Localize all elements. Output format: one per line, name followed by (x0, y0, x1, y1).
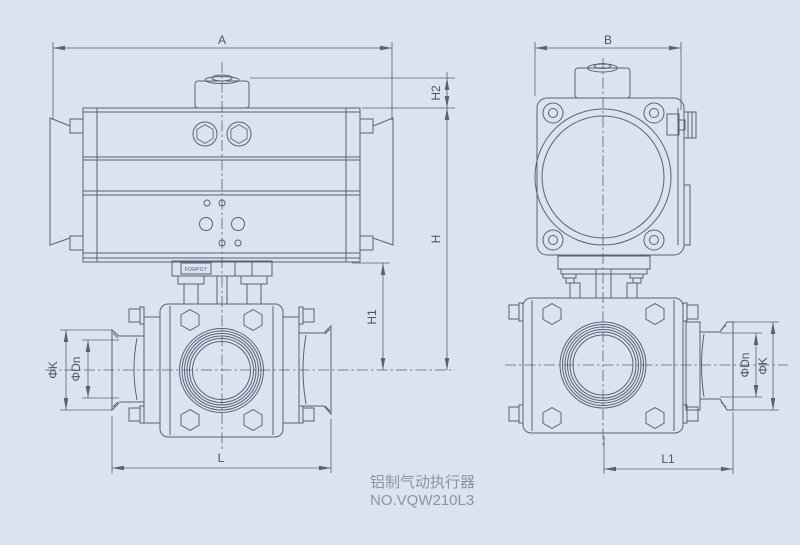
dim-A (52, 42, 393, 120)
side-valve-port (559, 321, 647, 409)
dim-label-B: B (604, 33, 612, 47)
dim-phiDn-side (720, 332, 762, 398)
front-shaft-boss (194, 74, 250, 109)
side-view: B ΦDn ΦK L1 (505, 33, 788, 474)
dim-phiK-side (733, 321, 779, 411)
front-valve-body (111, 303, 332, 438)
dim-label-L: L (218, 451, 225, 465)
dim-label-H: H (429, 235, 443, 244)
dim-H2-H (250, 72, 455, 370)
front-actuator-right-cap (359, 117, 394, 251)
dim-label-phiDn-front: ΦDn (69, 357, 83, 382)
dim-label-H1: H1 (365, 309, 379, 325)
dim-L (111, 416, 332, 473)
nameplate-label: FORPOT (185, 267, 208, 273)
front-nameplate (180, 262, 212, 275)
side-clamp-end (685, 321, 734, 411)
side-valve-body (508, 297, 734, 434)
front-air-ports (192, 121, 252, 147)
caption: 铝制气动执行器 NO.VQW210L3 (370, 474, 475, 509)
side-right-lugs (682, 302, 699, 424)
caption-line2: NO.VQW210L3 (370, 492, 474, 509)
front-actuator-body (49, 74, 394, 263)
front-left-clamp-end (111, 306, 161, 424)
side-corner-bolts (542, 102, 665, 251)
dim-B (534, 42, 682, 110)
side-air-fitting (666, 111, 697, 139)
side-actuator-body (534, 63, 697, 256)
front-view: FORPOT (45, 33, 455, 473)
dim-L1 (603, 412, 734, 474)
side-body-rib (684, 184, 691, 246)
dim-label-phiDn-side: ΦDn (738, 353, 752, 378)
side-cylinder-face (534, 108, 672, 246)
front-valve-port (179, 328, 264, 413)
dim-label-phiK-front: ΦK (46, 361, 60, 379)
front-dimensions: A H2 H H1 ΦK (46, 33, 455, 473)
dim-label-A: A (218, 33, 226, 47)
side-left-lugs (508, 302, 524, 424)
side-dimensions: B ΦDn ΦK L1 (534, 33, 779, 474)
side-shaft-boss (574, 63, 631, 99)
dim-phiDn-front (82, 339, 119, 399)
dim-H1 (352, 262, 390, 370)
front-actuator-left-cap (49, 117, 84, 251)
caption-line1: 铝制气动执行器 (370, 474, 475, 491)
dim-phiK-front (60, 329, 112, 411)
dim-label-phiK-side: ΦK (756, 357, 770, 375)
front-actuator-face-details (199, 199, 245, 247)
front-right-clamp-end (282, 306, 332, 424)
dim-label-H2: H2 (429, 85, 443, 101)
dim-label-L1: L1 (661, 452, 675, 466)
